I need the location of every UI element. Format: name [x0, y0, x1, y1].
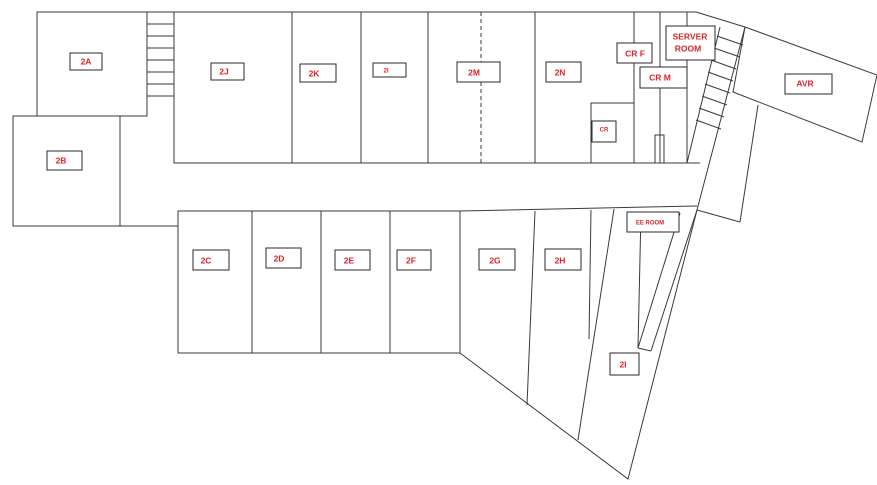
room-cr-outline [590, 102, 635, 164]
room-2g[interactable]: 2G [478, 248, 516, 271]
room-2b-label: 2B [56, 155, 67, 165]
room-2j[interactable]: 2J [210, 62, 245, 81]
room-server-label-line2: ROOM [675, 43, 701, 53]
south-block-outline [177, 210, 461, 354]
room-2e[interactable]: 2E [334, 249, 371, 271]
room-2a-label: 2A [81, 56, 92, 66]
east-wall-b [696, 26, 746, 211]
walls [12, 11, 877, 480]
room-2d[interactable]: 2D [265, 247, 302, 269]
room-2h[interactable]: 2H [544, 248, 582, 271]
room-cr-m-label: CR M [649, 72, 671, 82]
stairs-east-steps [695, 35, 744, 130]
wall-ee-bottom [637, 347, 652, 352]
room-server-label-line1: SERVER [673, 31, 708, 41]
room-2k[interactable]: 2K [299, 63, 337, 83]
room-cr-label: CR [600, 128, 609, 134]
room-2j-label: 2J [219, 66, 229, 76]
room-ee[interactable]: EE ROOM [626, 211, 680, 233]
room-2i-label: 2I [619, 359, 626, 369]
wedge-outline [459, 209, 698, 480]
avr-wing-link [696, 209, 741, 223]
room-2n[interactable]: 2N [545, 61, 582, 83]
room-2m-label: 2M [468, 67, 480, 77]
wall-ee-diag-2 [650, 209, 698, 352]
wall-2i-ee [637, 211, 642, 349]
room-avr-label: AVR [796, 78, 813, 88]
avr-wing-outline [732, 26, 877, 143]
room-2h-label: 2H [555, 255, 566, 265]
room-2d-label: 2D [274, 253, 285, 263]
room-2l-label: 2I [383, 69, 388, 75]
wall-2h-inner [588, 209, 592, 340]
room-2n-label: 2N [555, 67, 566, 77]
room-2g-label: 2G [489, 255, 501, 265]
wall-ee-diag-1 [637, 212, 681, 349]
east-wall-a [695, 11, 746, 28]
room-2e-label: 2E [344, 255, 355, 265]
room-avr[interactable]: AVR [784, 73, 833, 95]
avr-wing-lower-wall [739, 104, 759, 223]
service-pipe [654, 134, 665, 163]
north-block-outline [173, 11, 635, 164]
room-2c-label: 2C [201, 255, 212, 265]
room-2l[interactable]: 2I [372, 62, 407, 78]
room-2i[interactable]: 2I [609, 352, 640, 376]
room-ee-label: EE ROOM [636, 221, 664, 227]
room-2a[interactable]: 2A [69, 52, 103, 71]
room-cr[interactable]: CR [591, 120, 617, 143]
room-labels: 2A 2B 2J 2K 2I 2M 2N CR [46, 25, 833, 376]
room-cr-f-label: CR F [625, 48, 645, 58]
room-2b-outline [12, 115, 121, 227]
room-2k-label: 2K [309, 68, 321, 78]
room-2f-label: 2F [406, 255, 416, 265]
corridor-wall-south [459, 205, 698, 212]
stairs-west-steps [147, 23, 174, 85]
room-2c[interactable]: 2C [192, 249, 230, 271]
stairs-west-outline [146, 11, 175, 97]
wall-2h-2i [577, 208, 615, 441]
room-cr-m[interactable]: CR M [639, 66, 688, 89]
room-server[interactable]: SERVER ROOM [665, 25, 716, 61]
room-2b[interactable]: 2B [46, 150, 83, 171]
room-2f[interactable]: 2F [396, 249, 432, 271]
wall-2g-2h [526, 210, 536, 406]
room-2m[interactable]: 2M [456, 61, 501, 83]
room-cr-f[interactable]: CR F [616, 42, 653, 64]
